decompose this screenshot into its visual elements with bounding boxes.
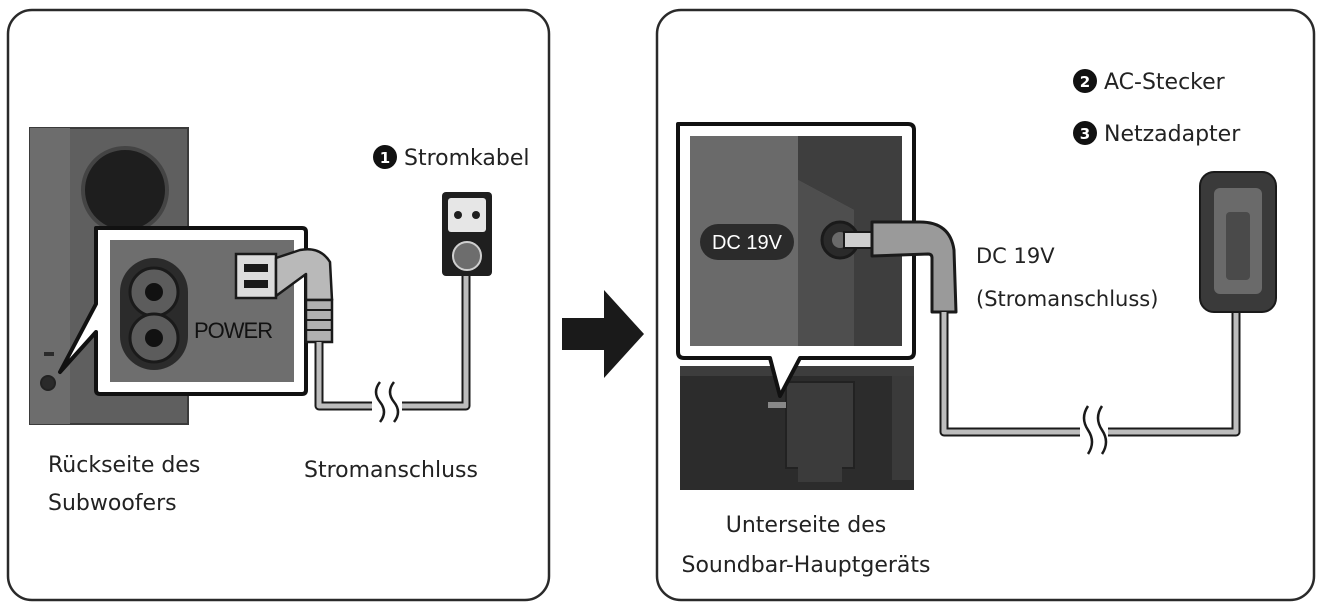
- subwoofer-caption-line2: Subwoofers: [48, 491, 177, 516]
- svg-text:1: 1: [380, 149, 390, 167]
- soundbar-caption-line2: Soundbar-Hauptgeräts: [682, 553, 931, 578]
- dc-label-line1: DC 19V: [976, 244, 1055, 268]
- callout-1: 1 Stromkabel: [373, 145, 530, 171]
- power-adapter-icon: [1199, 171, 1277, 313]
- left-panel: POWER: [6, 8, 551, 602]
- svg-text:3: 3: [1080, 125, 1090, 143]
- right-arrow-icon: [562, 290, 644, 378]
- power-port-callout: POWER: [58, 226, 334, 396]
- power-socket-icon: [442, 192, 492, 276]
- callout-1-label: Stromkabel: [404, 146, 530, 171]
- dc-label-line2: (Stromanschluss): [976, 287, 1158, 311]
- callout-3-label: Netzadapter: [1104, 122, 1241, 147]
- cable-break-icon-2: [1082, 405, 1108, 455]
- soundbar-bottom: [680, 366, 914, 490]
- outlet-caption: Stromanschluss: [304, 458, 478, 483]
- dc-badge-label: DC 19V: [712, 232, 783, 254]
- subwoofer-port: [81, 146, 169, 234]
- subwoofer-caption-line1: Rückseite des: [48, 453, 200, 478]
- figure8-socket-icon: [120, 258, 188, 370]
- svg-text:2: 2: [1080, 73, 1090, 91]
- callout-2: 2 AC-Stecker: [1073, 69, 1226, 95]
- cable-break-icon: [374, 381, 400, 423]
- right-panel: DC 19V 2 AC-Stecker 3 Netzada: [655, 8, 1316, 602]
- dc-port-callout: DC 19V: [676, 122, 916, 398]
- soundbar-caption-line1: Unterseite des: [726, 513, 886, 538]
- callout-2-label: AC-Stecker: [1104, 70, 1226, 95]
- power-port-label: POWER: [194, 318, 272, 343]
- dc-plug: [843, 220, 958, 314]
- callout-3: 3 Netzadapter: [1073, 121, 1241, 147]
